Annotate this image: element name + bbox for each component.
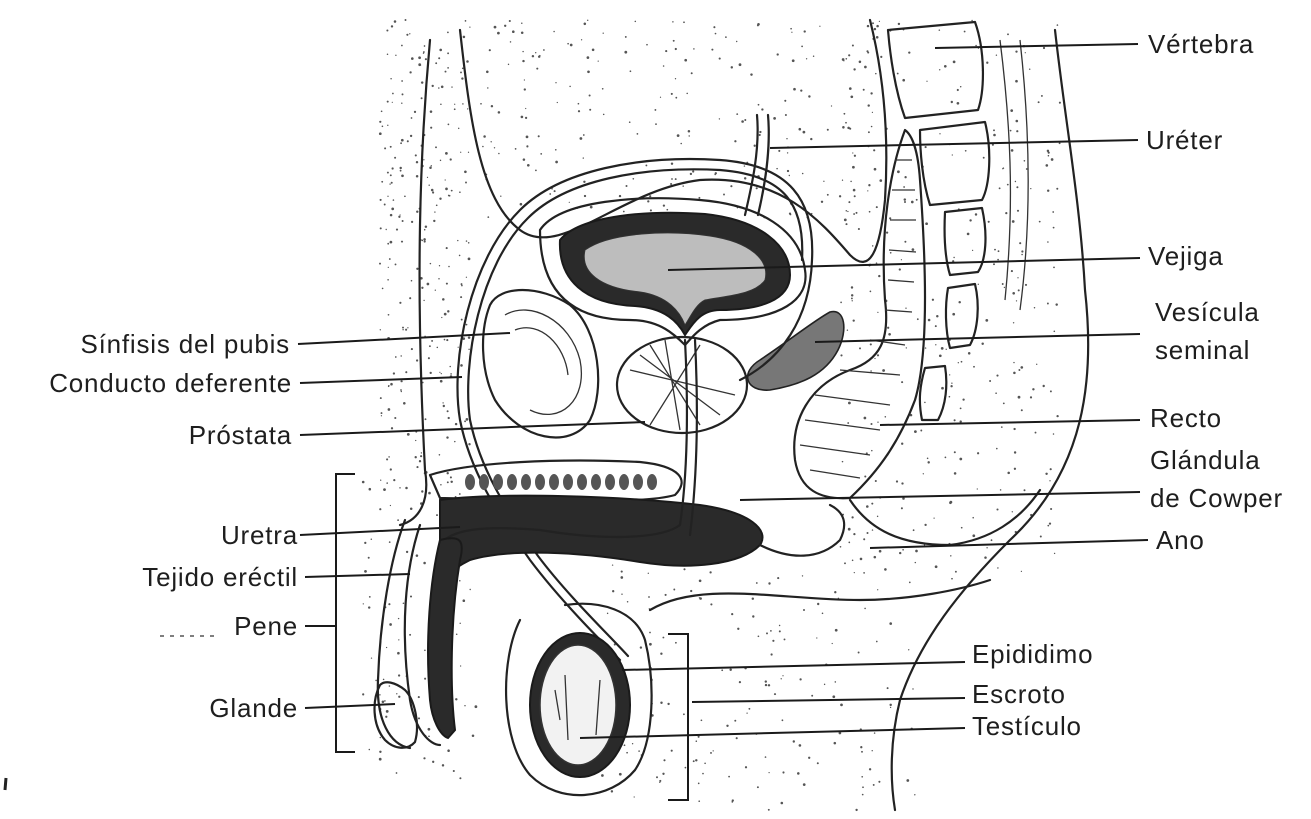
label-pene: Pene xyxy=(234,612,298,640)
label-glandula-line2: de Cowper xyxy=(1150,484,1283,512)
label-conducto: Conducto deferente xyxy=(49,369,292,397)
label-vesicula-line1: Vesícula xyxy=(1155,298,1260,326)
vertebra-3 xyxy=(945,208,986,275)
leader-escroto xyxy=(692,698,965,702)
buttock-line xyxy=(850,490,1040,545)
vertebra-1 xyxy=(888,22,983,118)
pubic-symphysis-rings xyxy=(505,310,581,414)
leader-ureter xyxy=(770,140,1138,148)
stipple-texture xyxy=(362,19,1061,811)
prostate-gland xyxy=(617,337,747,433)
leader-recto xyxy=(880,420,1140,425)
vertebrae xyxy=(888,22,1028,420)
label-glande: Glande xyxy=(209,694,298,722)
leader-vertebra xyxy=(935,44,1138,48)
testis-body xyxy=(540,645,616,765)
rectum-shape xyxy=(794,130,925,498)
label-escroto: Escroto xyxy=(972,680,1066,708)
label-sinfisis: Sínfisis del pubis xyxy=(80,330,290,358)
leader-tejido xyxy=(305,574,410,577)
spinal-canal xyxy=(1000,40,1028,310)
label-glandula-line1: Glándula xyxy=(1150,446,1260,474)
corner-mark xyxy=(5,778,6,790)
leader-sinfisis xyxy=(298,333,510,344)
penis-bracket xyxy=(336,474,355,752)
erectile-tissue-dots xyxy=(465,474,657,490)
label-vertebra: Vértebra xyxy=(1148,30,1254,58)
perineum-line xyxy=(760,505,844,556)
scrotum-bracket xyxy=(668,634,688,800)
label-prostata: Próstata xyxy=(189,421,292,449)
label-recto: Recto xyxy=(1150,404,1222,432)
label-epididimo: Epididimo xyxy=(972,640,1093,668)
leader-testiculo xyxy=(580,728,965,738)
penis-erectile xyxy=(428,538,462,738)
label-ureter: Uréter xyxy=(1146,126,1223,154)
label-tejido: Tejido eréctil xyxy=(142,563,298,591)
label-vesicula-line2: seminal xyxy=(1155,336,1250,364)
erectile-tissue-bulb xyxy=(440,496,763,590)
prostate-texture xyxy=(630,340,735,430)
label-testiculo: Testículo xyxy=(972,712,1082,740)
leader-glande xyxy=(305,704,395,708)
label-uretra: Uretra xyxy=(221,521,298,549)
thigh-line xyxy=(650,580,990,610)
leader-uretra xyxy=(300,527,460,535)
vertebra-2 xyxy=(920,122,989,205)
label-vejiga: Vejiga xyxy=(1148,242,1224,270)
label-ano: Ano xyxy=(1156,526,1205,554)
leader-vesicula xyxy=(815,334,1140,342)
leader-lines xyxy=(160,44,1148,738)
vertebra-5 xyxy=(920,366,946,420)
leader-cowper xyxy=(740,492,1140,500)
leader-conducto xyxy=(300,377,462,383)
